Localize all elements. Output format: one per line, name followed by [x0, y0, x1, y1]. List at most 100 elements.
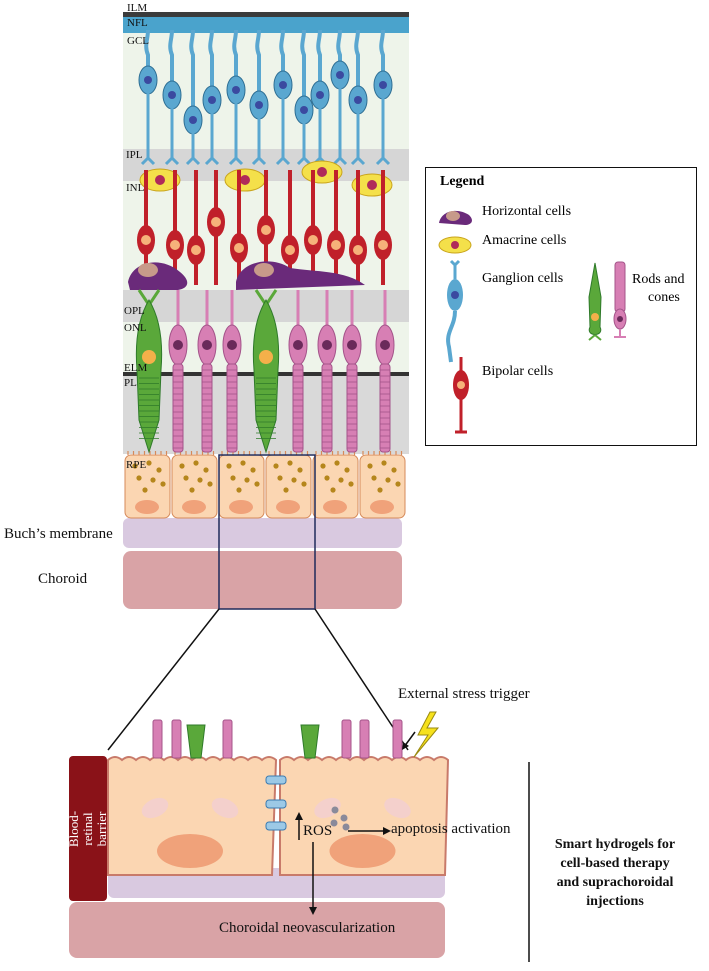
ganglion-axon [255, 29, 261, 91]
pigment-granule [334, 460, 340, 466]
stress-arrowhead [402, 742, 409, 750]
ganglion-dendrite [140, 93, 156, 166]
tight-junction [265, 799, 287, 809]
ganglion-axon [168, 29, 174, 81]
layer-label-onl: ONL [124, 322, 147, 334]
bipolar-nucleus [141, 235, 151, 245]
note-line-2: cell-based therapy [560, 856, 670, 871]
legend-title: Legend [440, 174, 485, 189]
pigment-granule [136, 475, 142, 481]
layer-label-pl: PL [124, 377, 137, 389]
ganglion-cells [138, 29, 393, 166]
ganglion-axon [232, 29, 238, 76]
pigment-granule [156, 467, 162, 473]
pigment-granule [395, 481, 401, 487]
note-line-1: Smart hydrogels for [554, 837, 676, 852]
ganglion-dendrite [275, 98, 291, 166]
horizontal-cells [128, 261, 365, 290]
pigment-granule [277, 475, 283, 481]
bipolar-nucleus [211, 217, 221, 227]
bipolar-nucleus [308, 235, 318, 245]
pigment-granule [291, 477, 297, 483]
apoptosis-arrowhead [383, 827, 391, 835]
zoom-choroid [69, 902, 445, 958]
rod-nucleus [202, 340, 212, 350]
pigment-granule [320, 463, 326, 469]
ganglion-dendrite [185, 133, 201, 166]
rod-tip [152, 719, 163, 759]
pigment-granule [297, 467, 303, 473]
pigment-granule [344, 467, 350, 473]
legend-amacrine-nucleus [451, 241, 459, 249]
rod-outer-segment [321, 363, 333, 453]
pigment-granule [244, 477, 250, 483]
legend-bipolar-nucleus [457, 381, 465, 389]
tight-junction [265, 775, 287, 785]
rod-outer-segment [346, 363, 358, 453]
nfl-band [123, 17, 409, 33]
pigment-granule [367, 463, 373, 469]
pigment-granule [240, 460, 246, 466]
pigment-granule [301, 481, 307, 487]
ros-up-arrowhead [295, 812, 303, 820]
ganglion-nucleus [316, 91, 324, 99]
ganglion-nucleus [336, 71, 344, 79]
mitochondrion [384, 797, 411, 819]
legend-bipolar-label: Bipolar cells [482, 364, 554, 379]
layer-label-inl: INL [126, 182, 145, 194]
ros-particle [340, 814, 348, 822]
lightning-icon [413, 711, 440, 758]
layer-label-opl: OPL [124, 305, 145, 317]
rpe-nucleus [276, 500, 300, 514]
rod-nucleus [347, 340, 357, 350]
rod-tip [359, 719, 370, 759]
stress-trigger-label: External stress trigger [398, 686, 530, 702]
rod-tip [171, 719, 182, 759]
ganglion-nucleus [300, 106, 308, 114]
pigment-granule [371, 475, 377, 481]
zoom-rectangle [218, 454, 316, 610]
ganglion-dendrite [228, 103, 244, 166]
pigment-granule [381, 460, 387, 466]
pigment-granule [193, 460, 199, 466]
bipolar-nucleus [261, 225, 271, 235]
amacrine-nucleus [240, 175, 250, 185]
pigment-granule [348, 481, 354, 487]
pigment-granule [179, 463, 185, 469]
ganglion-dendrite [296, 123, 312, 166]
ganglion-axon [189, 29, 195, 106]
legend-ganglion-axon [446, 310, 457, 363]
ganglion-axon [144, 29, 150, 66]
zoom-rpe-nucleus [157, 834, 223, 868]
rod-outer-segment [226, 363, 238, 453]
cnv-label: Choroidal neovascularization [219, 920, 396, 936]
ganglion-nucleus [208, 96, 216, 104]
rod-tip [392, 719, 403, 759]
ganglion-dendrite [204, 113, 220, 166]
mitochondrion [141, 797, 169, 819]
pigment-granule [197, 477, 203, 483]
zoom-line-left [107, 608, 220, 751]
ros-particle [342, 823, 350, 831]
bipolar-nucleus [331, 240, 341, 250]
rod-nucleus [173, 340, 183, 350]
pigment-granule [230, 475, 236, 481]
pigment-granule [160, 481, 166, 487]
pigment-granule [283, 487, 289, 493]
rod-outer-segment [292, 363, 304, 453]
cone-nucleus [259, 350, 273, 364]
pigment-granule [189, 487, 195, 493]
apoptosis-label: apoptosis activation [391, 821, 511, 837]
blood-retinal-barrier [69, 756, 107, 901]
horizontal-nucleus [254, 263, 274, 277]
bipolar-cells [137, 170, 392, 285]
legend-ganglion-nucleus [451, 291, 459, 299]
cone-tip [300, 724, 320, 759]
bipolar-nucleus [378, 240, 388, 250]
bruch-membrane-label: Buch’s membrane [4, 526, 113, 542]
legend-ganglion-label: Ganglion cells [482, 271, 564, 286]
pigment-granule [236, 487, 242, 493]
rod-nucleus [380, 340, 390, 350]
bipolar-nucleus [234, 243, 244, 253]
